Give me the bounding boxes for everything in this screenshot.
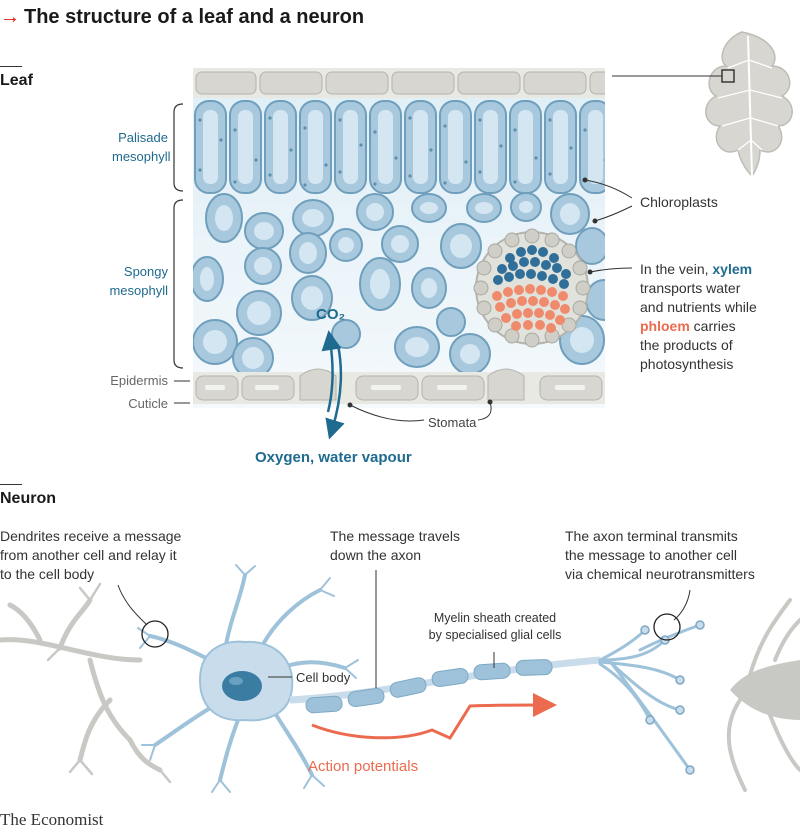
stoma-guard-cell-left (299, 368, 337, 401)
dendrites-line3: to the cell body (0, 566, 95, 582)
grey-neighbor-cell-right (726, 598, 800, 792)
leaf-section-rule (0, 66, 22, 67)
xylem-keyword: xylem (712, 261, 753, 277)
vein-mid-text: transports water (640, 280, 741, 296)
terminal-line3: via chemical neurotransmitters (565, 566, 755, 582)
vein-description: In the vein, xylem transports water and … (640, 260, 798, 374)
chloroplasts-pointer (582, 177, 633, 224)
action-potentials-label: Action potentials (308, 758, 419, 775)
leaf-section-label: Leaf (0, 72, 33, 89)
terminal-buttons (640, 620, 705, 775)
economist-logo-text: The Economist (0, 810, 104, 829)
title-text: The structure of a leaf and a neuron (24, 6, 365, 28)
oxygen-out-arrow (325, 344, 345, 440)
chloroplasts-label: Chloroplasts (640, 194, 718, 210)
vein-pre-text: In the vein, (640, 261, 713, 277)
neuron-section-rule (0, 484, 22, 485)
dendrites-line2: from another cell and relay it (0, 547, 177, 563)
action-potential-arrow (311, 693, 557, 740)
vein-end2-text: photosynthesis (640, 356, 734, 372)
lower-epidermis (193, 368, 605, 404)
palisade-line2: mesophyll (112, 149, 171, 164)
stoma-guard-cell-right (487, 368, 525, 401)
layer-brackets (173, 103, 184, 369)
palisade-line1: Palisade (118, 130, 168, 145)
travel-line1: The message travels (330, 528, 460, 544)
neuron-pointers (117, 570, 691, 688)
dendrites (148, 573, 347, 782)
epidermis-label: Epidermis (110, 373, 168, 388)
spongy-line1: Spongy (123, 264, 168, 279)
title-arrow-icon: → (0, 6, 20, 28)
phloem-cells (492, 284, 570, 333)
dendrites-line1: Dendrites receive a message (0, 528, 182, 544)
spongy-label: Spongy mesophyll (100, 262, 168, 300)
palisade-label: Palisade mesophyll (112, 128, 171, 166)
travel-line2: down the axon (330, 547, 422, 563)
axon-travel-description: The message travels down the axon (330, 527, 490, 565)
terminal-highlight-circle (653, 613, 681, 641)
page-title: →The structure of a leaf and a neuron (0, 6, 364, 29)
myelin-sheath (305, 659, 553, 714)
co2-in-arrow (321, 330, 342, 413)
stomata-label: Stomata (428, 415, 477, 430)
vein-pointer (587, 267, 633, 275)
axon-terminal (598, 623, 702, 772)
oxygen-label: Oxygen, water vapour (255, 449, 412, 466)
xylem-cells (493, 245, 571, 289)
phloem-keyword: phloem (640, 318, 690, 334)
leaf-cross-section (193, 68, 605, 408)
oak-leaf-illustration (612, 31, 793, 187)
terminal-line1: The axon terminal transmits (565, 528, 738, 544)
stomata-pointer (347, 399, 493, 422)
dendrite-highlight-circle (141, 620, 169, 648)
myelin-line2: by specialised glial cells (428, 628, 562, 642)
chloroplast-dots (198, 116, 605, 187)
vein-bundle (473, 228, 591, 348)
axon-terminal-description: The axon terminal transmits the message … (565, 527, 797, 584)
vein-mid2-text: and nutrients while (640, 299, 757, 315)
spongy-line2: mesophyll (109, 283, 168, 298)
neuron-section-label: Neuron (0, 490, 56, 507)
myelin-description: Myelin sheath created by specialised gli… (420, 610, 570, 644)
upper-epidermis (193, 68, 605, 98)
grey-neighbor-cell-left (0, 597, 163, 773)
cell-body-label: Cell body (296, 670, 351, 685)
neuron-diagram (0, 564, 800, 793)
palisade-vacuoles (203, 110, 603, 184)
cuticle-label: Cuticle (128, 396, 168, 411)
spongy-vacuoles (200, 201, 594, 369)
vein-end1-text: the products of (640, 337, 733, 353)
dendrites-description: Dendrites receive a message from another… (0, 527, 210, 584)
myelin-line1: Myelin sheath created (433, 611, 557, 625)
co2-label: CO₂ (316, 306, 346, 323)
gas-exchange-arrows (321, 330, 345, 440)
nucleus (222, 671, 262, 701)
vein-carries-text: carries (689, 318, 736, 334)
terminal-line2: the message to another cell (565, 547, 737, 563)
